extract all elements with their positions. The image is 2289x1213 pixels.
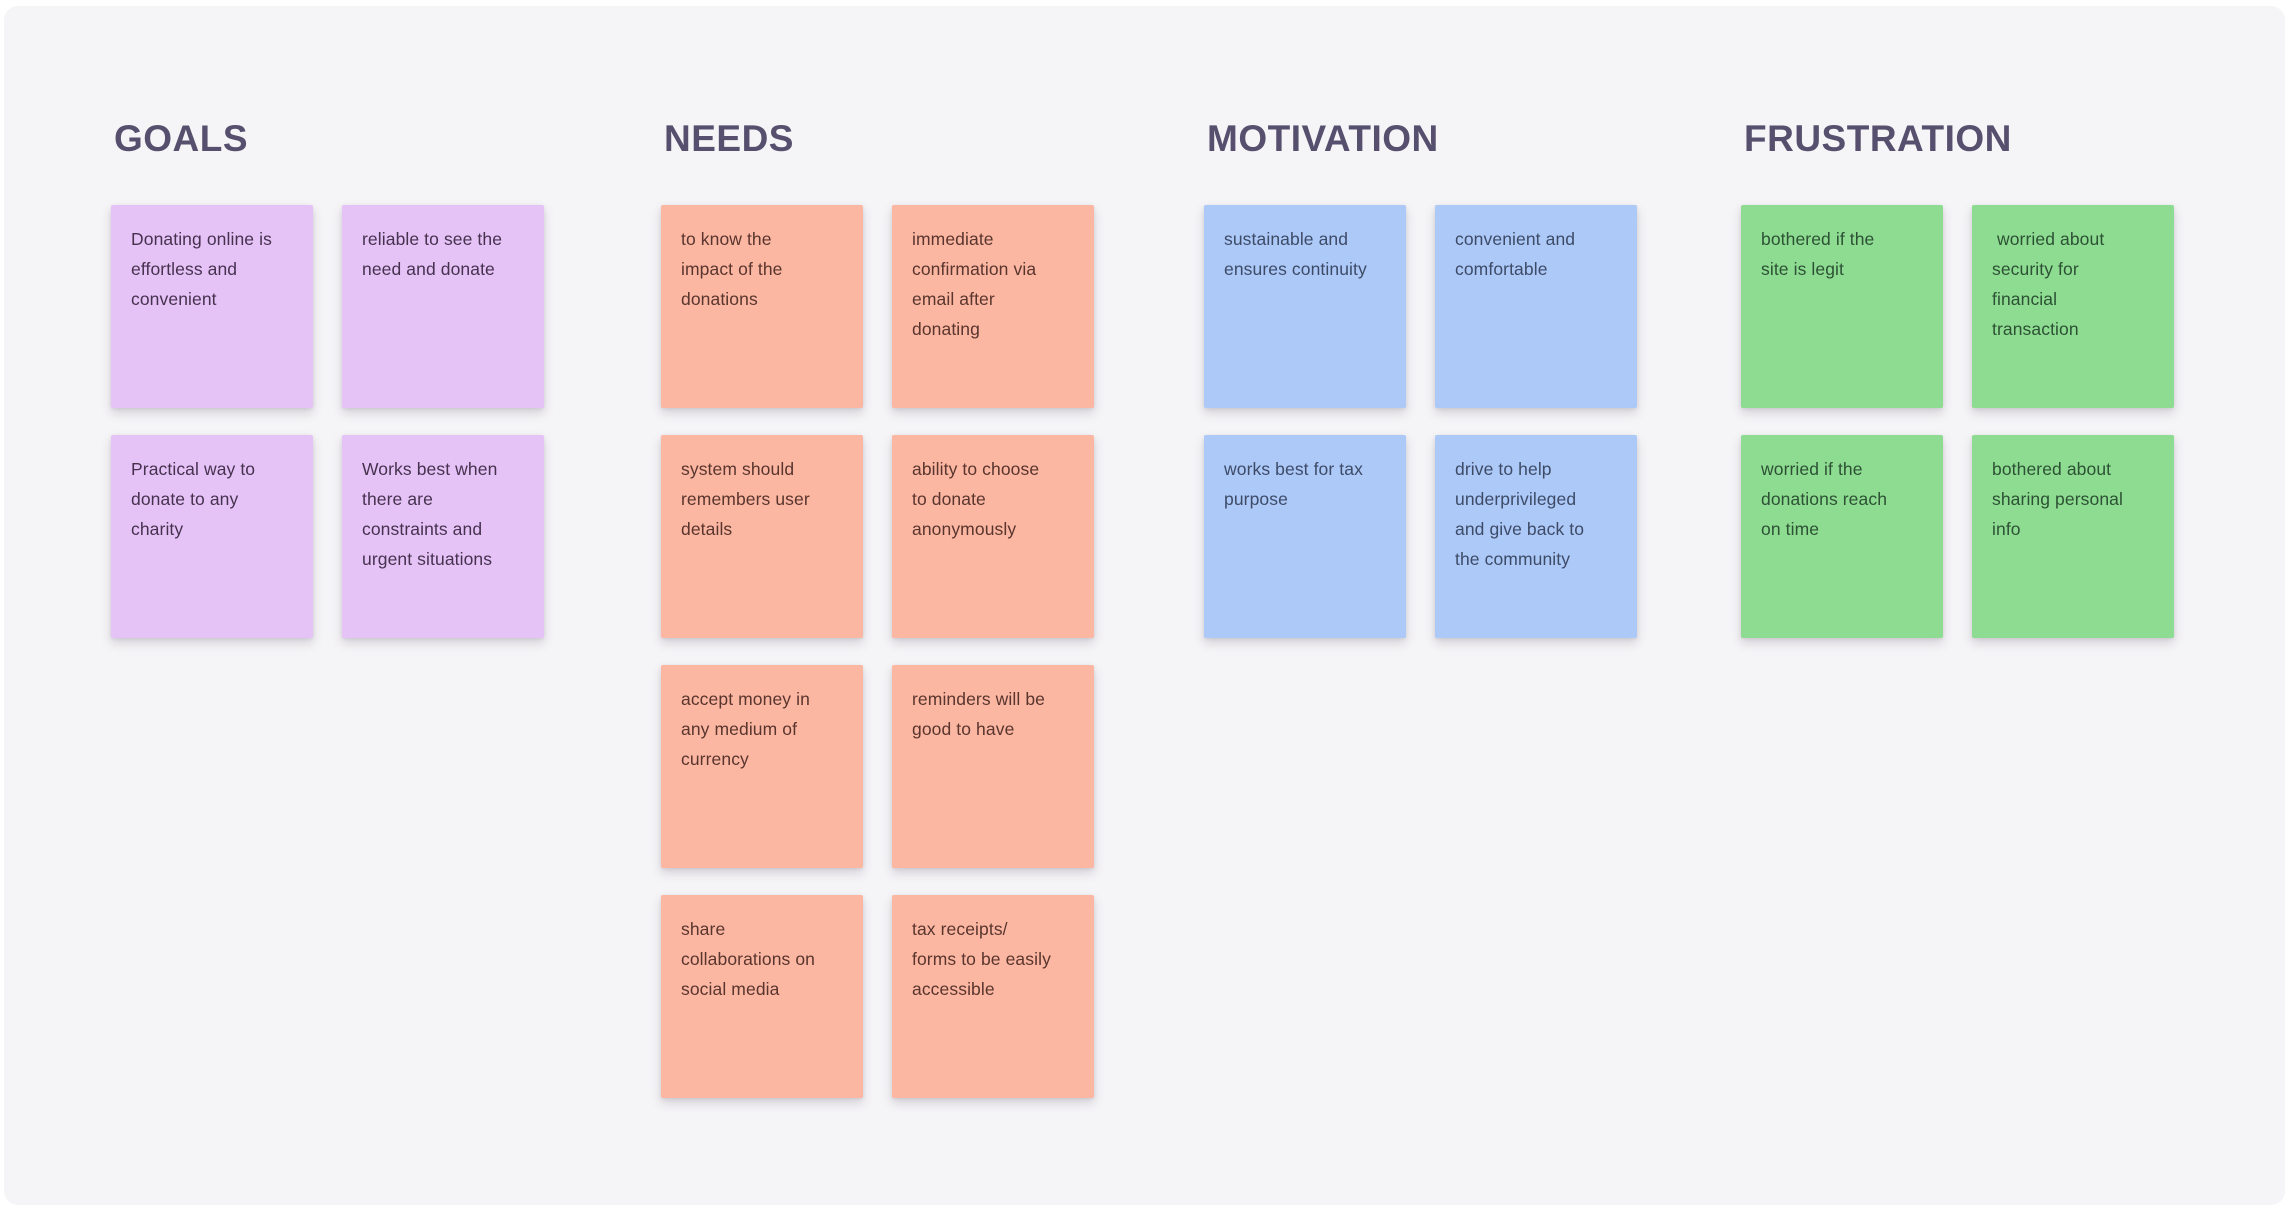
sticky-note-text: ability to choose to donate anonymously xyxy=(912,459,1040,539)
sticky-note-text: Donating online is effortless and conven… xyxy=(131,229,272,309)
notes-grid-needs: to know the impact of the donations imme… xyxy=(661,205,1094,1098)
column-title-goals[interactable]: GOALS xyxy=(114,118,249,159)
column-title-frustration[interactable]: FRUSTRATION xyxy=(1744,118,2012,159)
notes-grid-frustration: bothered if the site is legit worried ab… xyxy=(1741,205,2174,638)
sticky-note-text: reliable to see the need and donate xyxy=(362,229,503,279)
notes-grid-goals: Donating online is effortless and conven… xyxy=(111,205,544,638)
sticky-note[interactable]: reminders will be good to have xyxy=(892,665,1094,868)
sticky-note-text: worried if the donations reach on time xyxy=(1761,459,1888,539)
column-motivation: MOTIVATION sustainable and ensures conti… xyxy=(1204,118,1637,638)
sticky-note[interactable]: accept money in any medium of currency xyxy=(661,665,863,868)
sticky-note[interactable]: convenient and comfortable xyxy=(1435,205,1637,408)
sticky-note-text: bothered if the site is legit xyxy=(1761,229,1875,279)
column-frustration: FRUSTRATION bothered if the site is legi… xyxy=(1741,118,2174,638)
sticky-note[interactable]: bothered if the site is legit xyxy=(1741,205,1943,408)
sticky-note-text: convenient and comfortable xyxy=(1455,229,1576,279)
sticky-note-text: system should remembers user details xyxy=(681,459,810,539)
column-title-needs[interactable]: NEEDS xyxy=(664,118,794,159)
sticky-note[interactable]: ability to choose to donate anonymously xyxy=(892,435,1094,638)
sticky-note-text: to know the impact of the donations xyxy=(681,229,783,309)
sticky-note[interactable]: immediate confirmation via email after d… xyxy=(892,205,1094,408)
sticky-note[interactable]: bothered about sharing personal info xyxy=(1972,435,2174,638)
sticky-note-text: sustainable and ensures continuity xyxy=(1224,229,1367,279)
sticky-note[interactable]: Works best when there are constraints an… xyxy=(342,435,544,638)
sticky-note[interactable]: to know the impact of the donations xyxy=(661,205,863,408)
column-goals: GOALS Donating online is effortless and … xyxy=(111,118,544,638)
column-title-motivation[interactable]: MOTIVATION xyxy=(1207,118,1439,159)
sticky-note[interactable]: tax receipts/ forms to be easily accessi… xyxy=(892,895,1094,1098)
sticky-note[interactable]: drive to help underprivileged and give b… xyxy=(1435,435,1637,638)
board-canvas: GOALS Donating online is effortless and … xyxy=(4,6,2285,1205)
sticky-note[interactable]: works best for tax purpose xyxy=(1204,435,1406,638)
sticky-note-text: works best for tax purpose xyxy=(1224,459,1363,509)
sticky-note[interactable]: sustainable and ensures continuity xyxy=(1204,205,1406,408)
notes-grid-motivation: sustainable and ensures continuity conve… xyxy=(1204,205,1637,638)
sticky-note-text: immediate confirmation via email after d… xyxy=(912,229,1037,339)
sticky-note-text: drive to help underprivileged and give b… xyxy=(1455,459,1585,569)
sticky-note[interactable]: worried about security for financial tra… xyxy=(1972,205,2174,408)
sticky-note-text: Practical way to donate to any charity xyxy=(131,459,256,539)
sticky-note-text: bothered about sharing personal info xyxy=(1992,459,2123,539)
sticky-note-text: share collaborations on social media xyxy=(681,919,816,999)
sticky-note[interactable]: reliable to see the need and donate xyxy=(342,205,544,408)
sticky-note[interactable]: Practical way to donate to any charity xyxy=(111,435,313,638)
sticky-note[interactable]: system should remembers user details xyxy=(661,435,863,638)
sticky-note-text: worried about security for financial tra… xyxy=(1992,229,2105,339)
sticky-note[interactable]: worried if the donations reach on time xyxy=(1741,435,1943,638)
sticky-note[interactable]: share collaborations on social media xyxy=(661,895,863,1098)
sticky-note-text: accept money in any medium of currency xyxy=(681,689,810,769)
sticky-note-text: Works best when there are constraints an… xyxy=(362,459,498,569)
sticky-note-text: reminders will be good to have xyxy=(912,689,1045,739)
sticky-note-text: tax receipts/ forms to be easily accessi… xyxy=(912,919,1051,999)
sticky-note[interactable]: Donating online is effortless and conven… xyxy=(111,205,313,408)
column-needs: NEEDS to know the impact of the donation… xyxy=(661,118,1094,1098)
